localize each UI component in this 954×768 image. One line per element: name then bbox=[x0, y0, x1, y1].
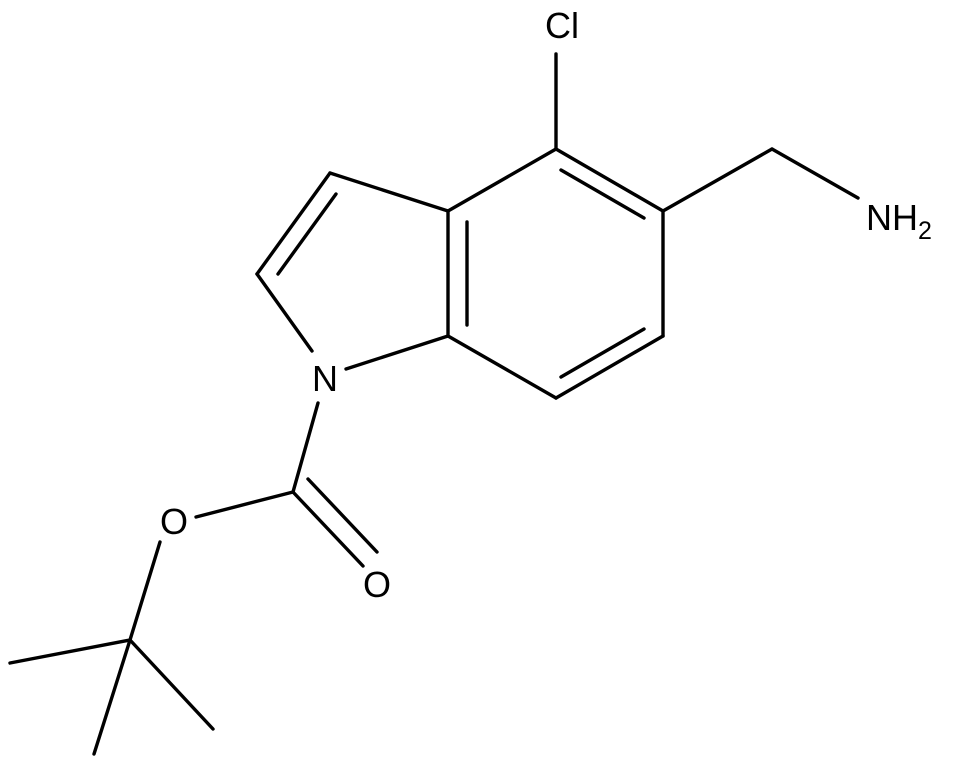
bond-n1-c7a bbox=[344, 334, 450, 371]
ester-oxygen-label: O bbox=[160, 501, 188, 542]
carbonyl-oxygen-label: O bbox=[363, 564, 391, 605]
ring-nitrogen-label: N bbox=[312, 358, 338, 399]
bond-carbonyl-c-o-ester bbox=[194, 490, 295, 519]
bond-c2-n1 bbox=[255, 272, 314, 353]
bond-c4-c5 bbox=[554, 147, 665, 213]
bond-carbonyl-c-o-double bbox=[291, 490, 365, 568]
atom-labels: Cl NH2 N O O bbox=[160, 5, 932, 605]
bond-n1-carbonyl-c bbox=[291, 401, 320, 494]
bond-c3a-c3 bbox=[328, 171, 450, 213]
bond-quat-c-me3 bbox=[128, 638, 215, 731]
bond-c6-c7-inner bbox=[559, 327, 646, 379]
bonds bbox=[8, 52, 860, 756]
bond-c7-c7a bbox=[446, 334, 558, 400]
bond-quat-c-me1 bbox=[8, 638, 132, 665]
bond-c5-ch2 bbox=[661, 147, 774, 213]
bond-c3a-c4 bbox=[446, 147, 558, 213]
bond-c3-c2 bbox=[255, 171, 332, 276]
bond-c3-c2-inner bbox=[276, 192, 338, 276]
bond-quat-c-me2 bbox=[92, 638, 132, 756]
bond-c4-c5-inner bbox=[559, 168, 646, 220]
amine-h-count: 2 bbox=[918, 217, 932, 245]
chlorine-label: Cl bbox=[545, 5, 579, 46]
bond-ch2-n bbox=[770, 147, 860, 200]
bond-o-ester-quat-c bbox=[128, 540, 162, 642]
amine-nh: NH bbox=[866, 197, 918, 238]
bond-c6-c7 bbox=[554, 334, 665, 400]
bond-carbonyl-c-o-double-2 bbox=[306, 477, 379, 554]
amine-label: NH2 bbox=[866, 197, 932, 245]
